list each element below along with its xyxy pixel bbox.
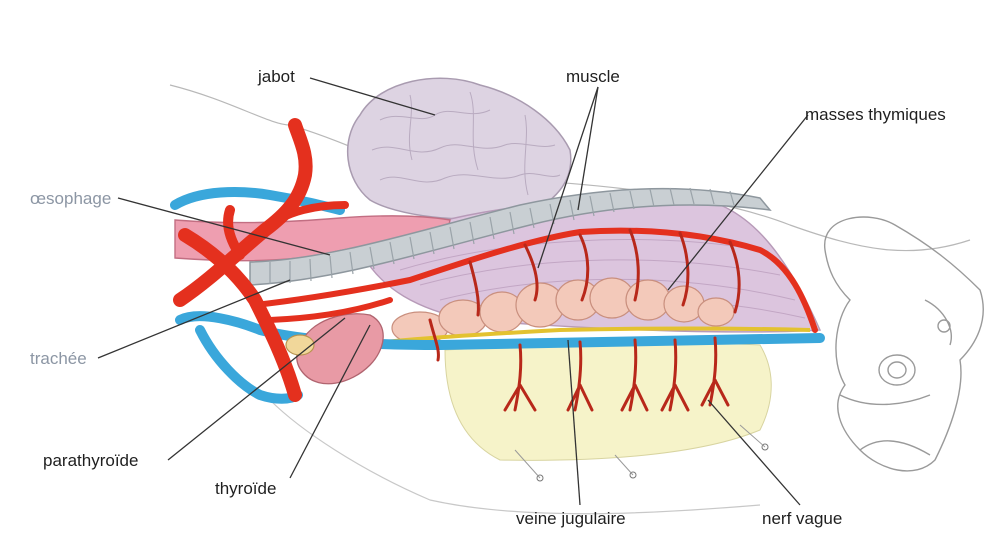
label-parathyroide: parathyroïde [43,451,138,471]
parathyroide-gland [286,335,314,355]
label-masses-thymiques: masses thymiques [805,105,946,125]
skin-area [445,343,771,460]
label-jabot: jabot [258,67,295,87]
label-muscle: muscle [566,67,620,87]
label-oesophage: œsophage [30,189,111,209]
skull-outline [825,217,984,471]
label-trachee: trachée [30,349,87,369]
label-nerf-vague: nerf vague [762,509,842,529]
label-veine-jugulaire: veine jugulaire [516,509,626,529]
label-thyroide: thyroïde [215,479,276,499]
